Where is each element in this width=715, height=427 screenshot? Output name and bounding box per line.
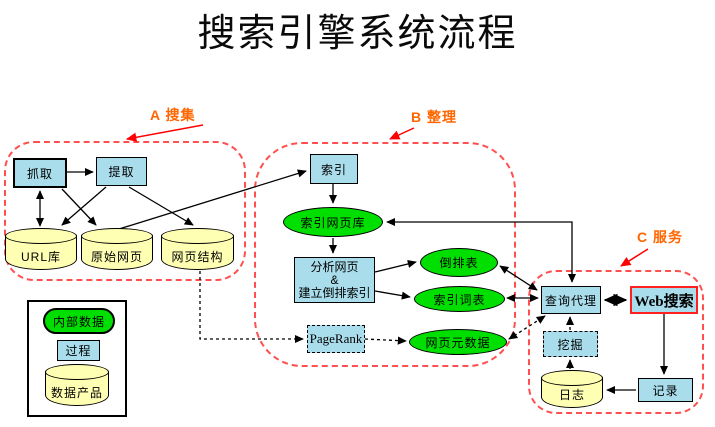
node-record: 记录 [638,378,693,402]
arrow-indexedpagedb-queryagent-bidirectional [386,217,577,283]
arrow-rawpages-to-index [118,169,307,230]
legend-cylinder-top [45,364,109,380]
node-index-label: 索引 [320,162,347,177]
legend-data-product-label: 数据产品 [50,386,103,400]
region-c-pointer-arrow [620,248,649,267]
node-analyze-build-inverted-index: 分析网页 & 建立倒排索引 [294,257,375,303]
node-log-label: 日志 [558,388,585,402]
node-extract-label: 提取 [108,165,135,179]
node-log: 日志 [541,370,603,408]
node-page-structure: 网页结构 [161,228,234,270]
page-title: 搜索引擎系统流程 [197,13,518,55]
log-cylinder-top [541,370,603,386]
dashed-arrow-pagestructure-to-pagerank [199,271,304,344]
legend-data-product: 数据产品 [45,364,109,406]
analyze-line-3: 建立倒排索引 [298,285,371,300]
url-db-cylinder-top [5,228,77,244]
region-b-label: B 整理 [411,109,457,125]
legend-process: 过程 [57,340,100,361]
region-a-pointer-arrow [125,124,204,142]
region-c-label: C 服务 [637,229,683,245]
node-query-agent-label: 查询代理 [544,293,597,308]
node-url-db-label: URL库 [20,250,61,264]
dashed-arrow-metadata-queryagent-bidirectional [508,315,546,340]
region-a-label: A 搜集 [150,107,196,123]
node-indexed-page-db: 索引网页库 [283,207,383,237]
arrow-crawl-to-rawpages [61,188,97,226]
node-web-search-label: Web搜索 [634,293,694,310]
node-crawl: 抓取 [13,158,67,188]
node-indexed-page-db-label: 索引网页库 [300,215,366,230]
node-web-search: Web搜索 [630,286,698,314]
node-page-metadata: 网页元数据 [409,329,507,355]
arrow-extract-to-pagestructure [128,186,194,226]
node-raw-pages-label: 原始网页 [90,250,143,264]
node-page-metadata-label: 网页元数据 [425,335,491,350]
node-index-lexicon-label: 索引词表 [433,292,486,307]
legend-internal-data: 内部数据 [43,308,115,334]
node-url-db: URL库 [5,228,77,270]
region-c-boundary [528,270,704,414]
legend-internal-data-label: 内部数据 [52,314,105,329]
dashed-arrow-pagerank-to-metadata [364,336,407,345]
node-index: 索引 [310,154,358,184]
region-b-pointer-arrow [389,127,415,140]
page-structure-cylinder-top [161,228,234,244]
arrow-analyze-to-invertedtable [374,259,417,273]
arrow-analyze-to-indexlexicon [374,290,411,300]
node-crawl-label: 抓取 [26,166,53,181]
analyze-line-2: & [330,272,339,287]
arrow-extract-to-urldb [61,186,107,226]
raw-pages-cylinder-top [81,228,153,244]
node-mining: 挖掘 [543,331,598,357]
analyze-line-1: 分析网页 [310,259,359,274]
node-index-lexicon: 索引词表 [414,286,505,312]
node-inverted-table-label: 倒排表 [439,256,479,270]
node-mining-label: 挖掘 [557,337,584,352]
node-extract: 提取 [96,157,147,186]
region-a-boundary [4,141,246,281]
node-pagerank: PageRank [307,325,365,353]
legend-process-label: 过程 [65,344,92,358]
node-page-structure-label: 网页结构 [171,250,224,264]
arrow-invertedtable-queryagent-bidirectional [499,265,538,291]
node-query-agent: 查询代理 [541,286,601,314]
node-raw-pages: 原始网页 [81,228,153,270]
node-inverted-table: 倒排表 [420,248,498,277]
node-record-label: 记录 [652,383,679,398]
node-pagerank-label: PageRank [309,331,363,346]
